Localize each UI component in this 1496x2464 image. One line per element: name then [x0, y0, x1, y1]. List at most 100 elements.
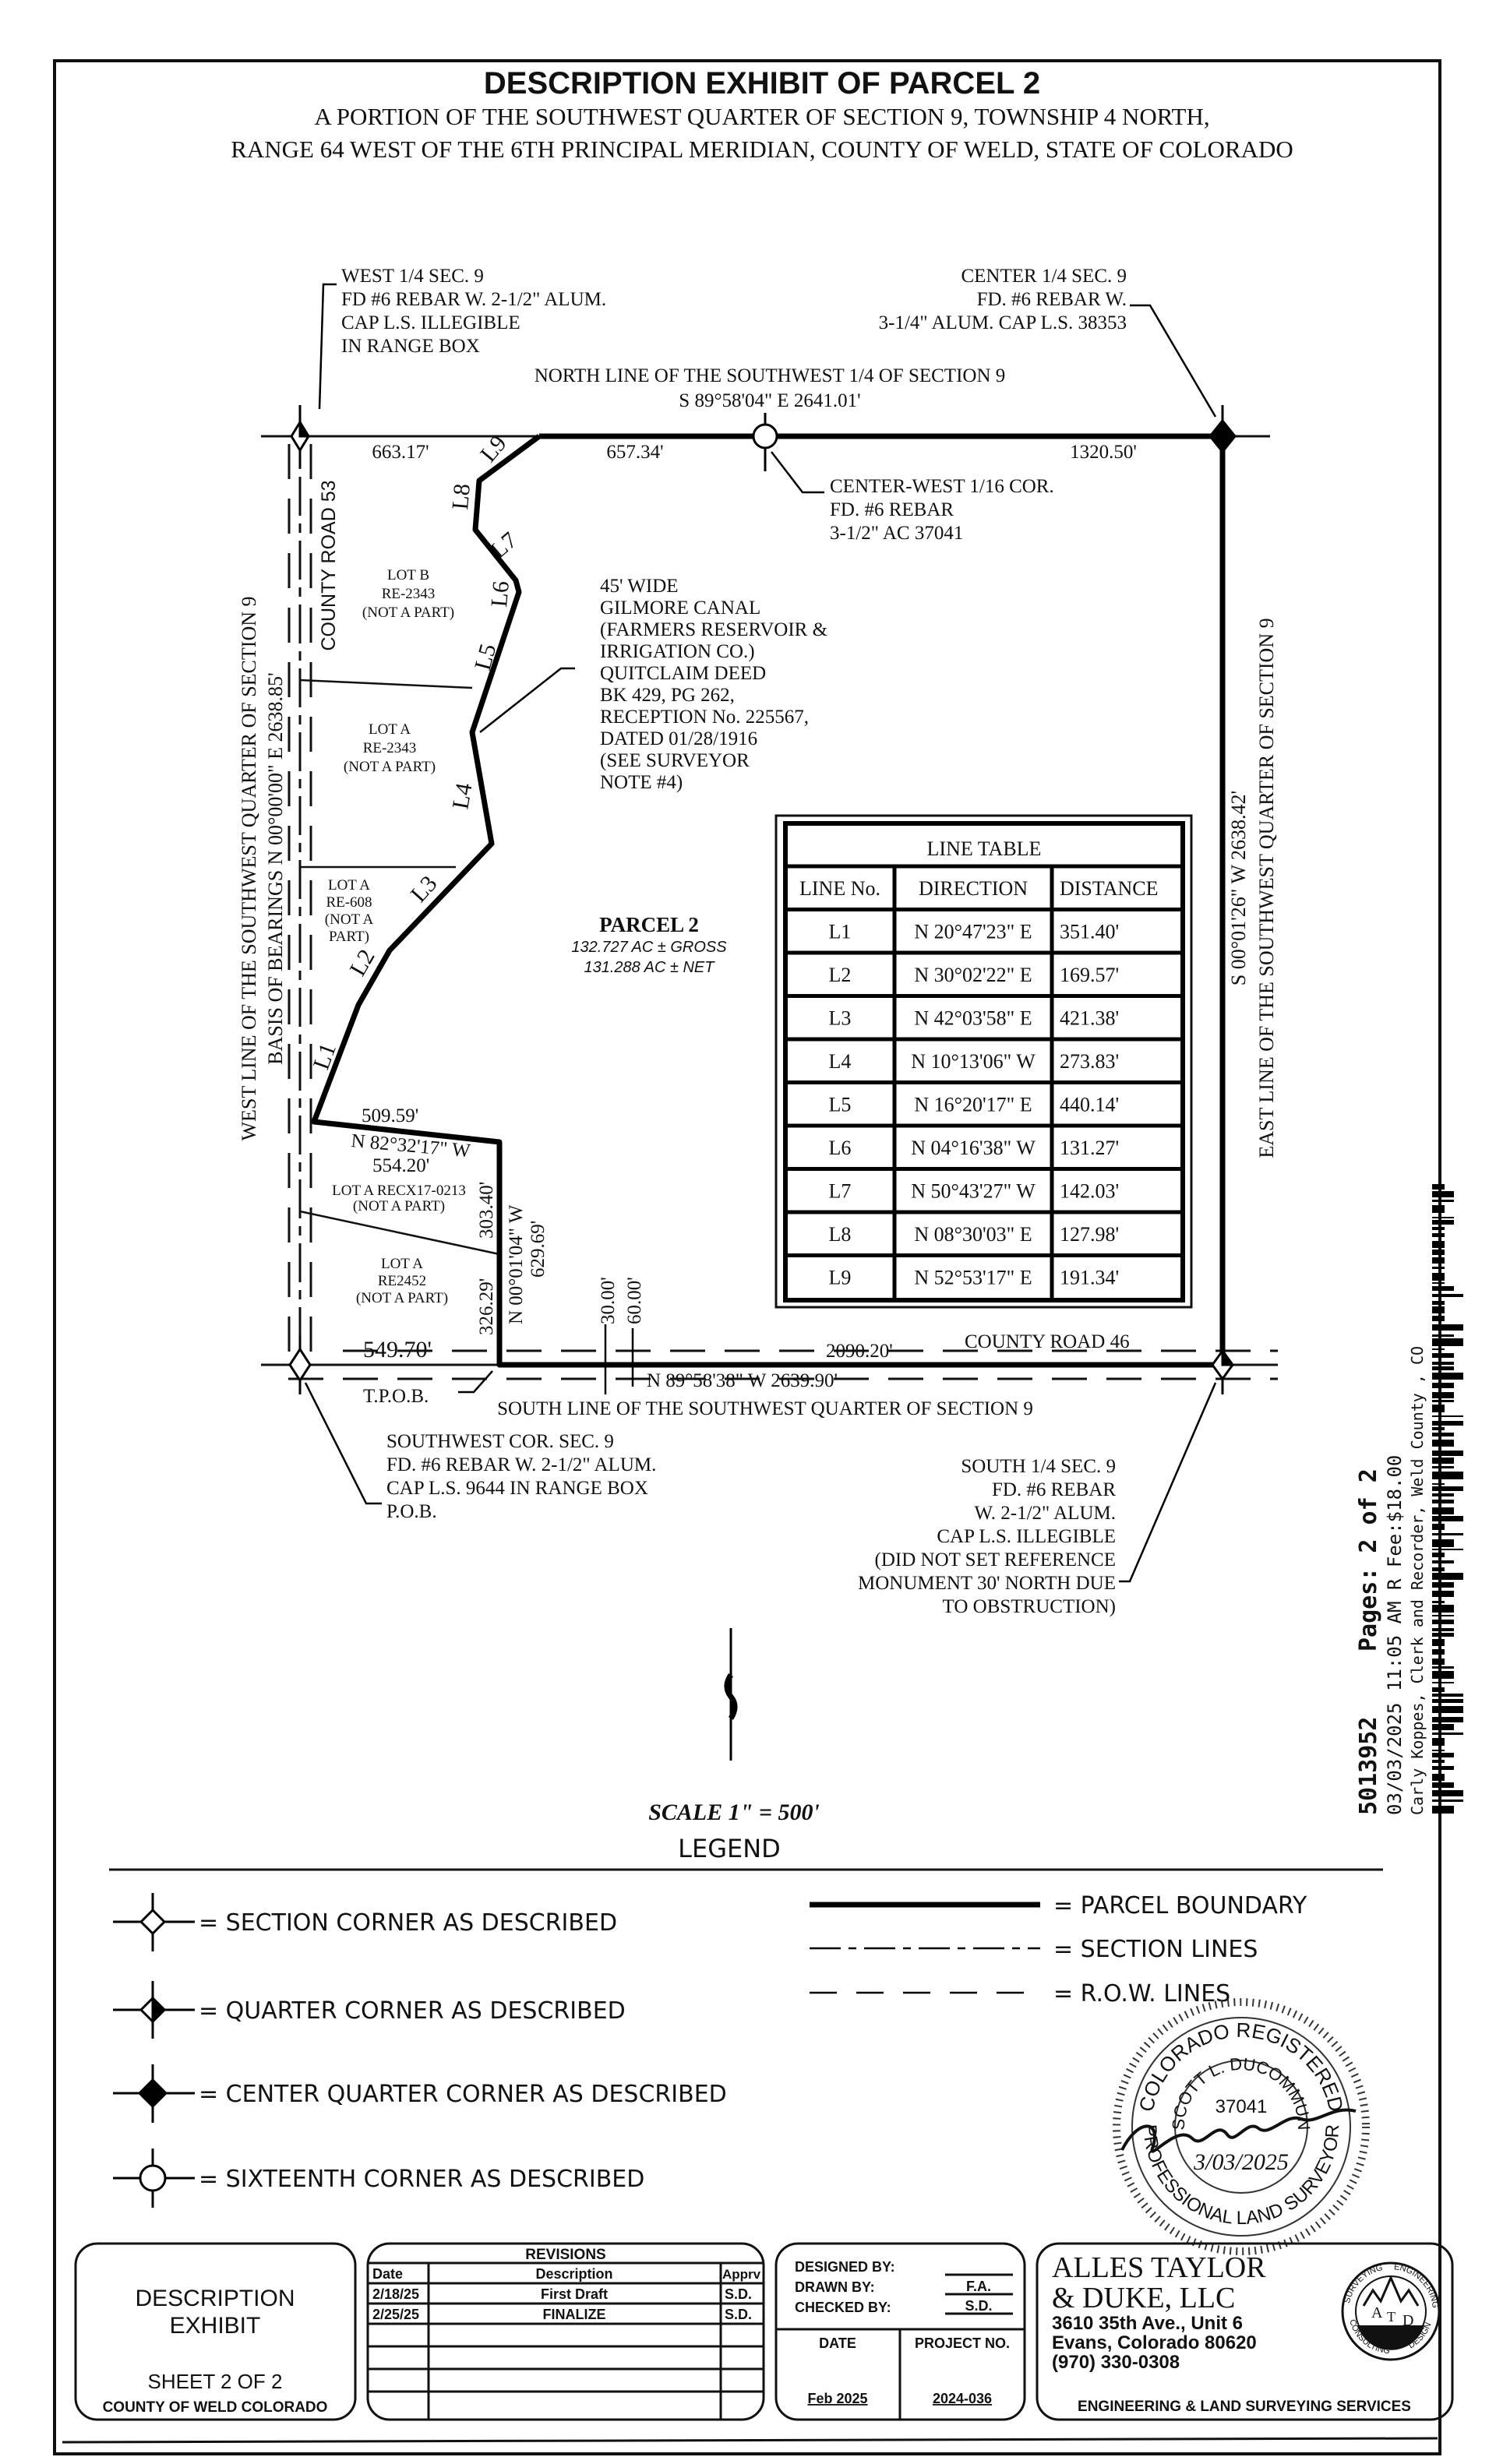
legend-parcel-boundary: = PARCEL BOUNDARY — [1053, 1892, 1307, 1919]
barcode-bar — [1432, 1451, 1463, 1456]
svg-text:CAP L.S. 9644 IN RANGE BOX: CAP L.S. 9644 IN RANGE BOX — [386, 1478, 648, 1499]
barcode-bar — [1432, 1241, 1445, 1248]
direction-cell: N 30°02'22" E — [914, 964, 1032, 986]
south-quarter-corner-icon — [1211, 1336, 1235, 1394]
line-table-header: DISTANCE — [1060, 877, 1158, 900]
barcode-bar — [1432, 1316, 1445, 1321]
distance-cell: 142.03' — [1060, 1180, 1119, 1203]
svg-text:BK 429, PG 262,: BK 429, PG 262, — [600, 685, 735, 706]
barcode-bar — [1432, 1524, 1445, 1530]
svg-text:Carly Koppes, Clerk and Record: Carly Koppes, Clerk and Recorder, Weld C… — [1408, 1346, 1427, 1815]
legend-quarter-corner: = QUARTER CORNER AS DESCRIBED — [199, 1997, 626, 2025]
barcode-bar — [1432, 1753, 1454, 1757]
page-subtitle-1: A PORTION OF THE SOUTHWEST QUARTER OF SE… — [314, 103, 1209, 130]
svg-text:COUNTY ROAD 46: COUNTY ROAD 46 — [965, 1331, 1130, 1352]
direction-cell: N 10°13'06" W — [911, 1050, 1036, 1073]
barcode-bar — [1432, 1306, 1445, 1313]
svg-text:PROJECT NO.: PROJECT NO. — [915, 2335, 1010, 2351]
barcode-bar — [1432, 1421, 1463, 1426]
svg-text:FD. #6 REBAR: FD. #6 REBAR — [830, 499, 954, 520]
svg-text:BASIS OF BEARINGS N 00°00'00": BASIS OF BEARINGS N 00°00'00" E 2638.85' — [264, 672, 287, 1064]
barcode-bar — [1432, 1800, 1463, 1802]
svg-text:T.P.O.B.: T.P.O.B. — [363, 1386, 429, 1407]
barcode-bar — [1432, 1507, 1454, 1514]
svg-text:CENTER-WEST 1/16 COR.: CENTER-WEST 1/16 COR. — [830, 476, 1054, 497]
surveyor-signature — [1120, 2108, 1357, 2153]
svg-text:QUITCLAIM DEED: QUITCLAIM DEED — [600, 663, 766, 684]
barcode-bar — [1432, 1687, 1445, 1692]
svg-text:RE-608: RE-608 — [326, 894, 372, 911]
direction-cell: N 52°53'17" E — [914, 1267, 1032, 1289]
barcode-bar — [1432, 1539, 1454, 1547]
barcode-bar — [1432, 1573, 1463, 1580]
direction-cell: N 50°43'27" W — [911, 1180, 1036, 1203]
barcode-bar — [1432, 1774, 1445, 1781]
direction-cell: N 04°16'38" W — [911, 1137, 1036, 1159]
direction-cell: N 42°03'58" E — [914, 1007, 1032, 1030]
barcode-bar — [1432, 1220, 1454, 1225]
barcode-bar — [1432, 1628, 1454, 1631]
svg-text:TO OBSTRUCTION): TO OBSTRUCTION) — [943, 1596, 1116, 1617]
direction-cell: N 08°30'03" E — [914, 1223, 1032, 1246]
barcode-bar — [1432, 1458, 1454, 1464]
line-no-cell: L2 — [829, 964, 852, 986]
svg-text:326.29': 326.29' — [476, 1278, 497, 1335]
southwest-section-corner-icon — [288, 1336, 312, 1394]
svg-text:FINALIZE: FINALIZE — [543, 2307, 606, 2322]
svg-text:PART): PART) — [329, 929, 369, 945]
barcode-bar — [1432, 1366, 1454, 1370]
barcode-bar — [1432, 1553, 1445, 1557]
leader-lines — [304, 283, 1217, 1583]
north-line-label: NORTH LINE OF THE SOUTHWEST 1/4 OF SECTI… — [535, 365, 1006, 411]
page-subtitle-2: RANGE 64 WEST OF THE 6TH PRINCIPAL MERID… — [231, 136, 1293, 163]
county-road-53-label: COUNTY ROAD 53 — [318, 480, 340, 650]
svg-text:FD. #6 REBAR: FD. #6 REBAR — [992, 1479, 1116, 1500]
barcode-bar — [1432, 1472, 1463, 1479]
parcel-boundary — [311, 433, 1226, 1368]
lot-b-label: LOT BRE-2343(NOT A PART) — [362, 567, 454, 621]
svg-text:3610 35th Ave., Unit 6: 3610 35th Ave., Unit 6 — [1052, 2313, 1243, 2334]
svg-text:(SEE SURVEYOR: (SEE SURVEYOR — [600, 750, 750, 771]
barcode-bar — [1432, 1790, 1463, 1796]
svg-text:03/03/2025 11:05 AM R Fee:$18: 03/03/2025 11:05 AM R Fee:$18.00 — [1384, 1455, 1406, 1815]
barcode-bar — [1432, 1282, 1445, 1284]
barcode-bar — [1432, 1750, 1445, 1751]
distance-cell: 351.40' — [1060, 921, 1119, 943]
center-west-sixteenth-label: CENTER-WEST 1/16 COR. FD. #6 REBAR 3-1/2… — [830, 476, 1054, 544]
project-number: 2024-036 — [933, 2391, 992, 2406]
svg-text:T: T — [1387, 2309, 1395, 2325]
barcode-bar — [1432, 1782, 1454, 1788]
legend: = SECTION CORNER AS DESCRIBED = QUARTER … — [113, 1892, 1307, 2208]
svg-text:549.70': 549.70' — [363, 1337, 432, 1362]
page-title: DESCRIPTION EXHIBIT OF PARCEL 2 — [484, 66, 1040, 100]
svg-text:CENTER 1/4 SEC. 9: CENTER 1/4 SEC. 9 — [961, 266, 1127, 287]
barcode-bar — [1432, 1466, 1454, 1468]
barcode-bar — [1432, 1486, 1463, 1491]
sixteenth-corner-icon — [752, 413, 778, 471]
line-no-cell: L1 — [829, 921, 852, 943]
segment-label: L6 — [486, 580, 514, 608]
svg-text:3-1/2" AC 37041: 3-1/2" AC 37041 — [830, 523, 963, 544]
line-table-title: LINE TABLE — [927, 837, 1042, 860]
center-quarter-corner-icon — [113, 2064, 195, 2123]
segment-label: L4 — [447, 781, 477, 812]
svg-text:629.69': 629.69' — [527, 1221, 549, 1278]
scale-label: SCALE 1" = 500' — [648, 1800, 820, 1825]
services-label: ENGINEERING & LAND SURVEYING SERVICES — [1078, 2399, 1411, 2415]
svg-text:SOUTH 1/4 SEC. 9: SOUTH 1/4 SEC. 9 — [961, 1456, 1116, 1477]
barcode-bar — [1432, 1301, 1445, 1305]
line-no-cell: L4 — [829, 1050, 852, 1073]
svg-text:LOT A: LOT A — [369, 721, 411, 738]
sheet-title: DESCRIPTION — [135, 2286, 295, 2311]
segment-label: L5 — [470, 641, 502, 673]
barcode-bar — [1432, 1184, 1445, 1190]
svg-text:S.D.: S.D. — [725, 2286, 752, 2302]
svg-text:S.D.: S.D. — [725, 2307, 752, 2322]
barcode-bar — [1432, 1200, 1454, 1202]
distance-cell: 421.38' — [1060, 1007, 1119, 1030]
barcode-bar — [1432, 1227, 1445, 1230]
barcode-bar — [1432, 1649, 1445, 1655]
